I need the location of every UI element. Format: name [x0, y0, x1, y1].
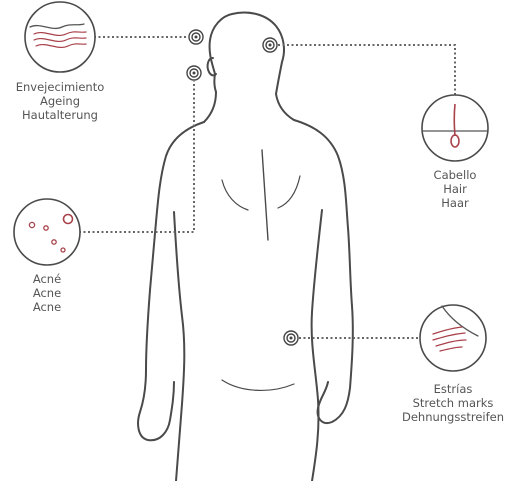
label-ageing-es: Envejecimiento [0, 80, 120, 94]
torso-right-outline [312, 210, 322, 481]
callout-ageing[interactable] [25, 2, 95, 72]
label-stretch-de: Dehnungsstreifen [393, 410, 513, 424]
label-hair-es: Cabello [415, 168, 495, 182]
label-ageing: Envejecimiento Ageing Hautalterung [0, 80, 120, 122]
label-hair-de: Haar [415, 196, 495, 210]
label-stretch-es: Estrías [393, 382, 513, 396]
connector-group [79, 37, 455, 338]
callout-stretch-circle [420, 305, 486, 371]
connector-hair [278, 45, 455, 95]
target-marker-stretch[interactable] [284, 331, 298, 345]
callout-ageing-circle [25, 2, 95, 72]
label-acne: Acné Acne Acne [7, 272, 87, 314]
label-acne-de: Acne [7, 300, 87, 314]
callout-hair[interactable] [422, 95, 488, 161]
shoulder-blade-left [222, 180, 248, 210]
label-ageing-en: Ageing [0, 94, 120, 108]
callout-acne-circle [14, 199, 80, 265]
label-hair: Cabello Hair Haar [415, 168, 495, 210]
label-stretch: Estrías Stretch marks Dehnungsstreifen [393, 382, 513, 424]
body-outline [138, 13, 353, 481]
lower-back-line [222, 380, 294, 390]
label-hair-en: Hair [415, 182, 495, 196]
neck-outline [204, 92, 294, 122]
target-marker-hair[interactable] [263, 38, 277, 52]
spine-line [262, 150, 268, 240]
label-acne-en: Acne [7, 286, 87, 300]
label-acne-es: Acné [7, 272, 87, 286]
shoulder-blade-right [278, 176, 300, 208]
label-stretch-en: Stretch marks [393, 396, 513, 410]
callout-stretch[interactable] [420, 305, 486, 371]
label-ageing-de: Hautalterung [0, 108, 120, 122]
target-marker-ageing[interactable] [189, 30, 203, 44]
torso-left-outline [174, 212, 184, 481]
right-arm-outline [294, 120, 353, 423]
target-marker-acne[interactable] [187, 66, 201, 80]
head-outline [210, 13, 284, 95]
callout-acne[interactable] [14, 199, 80, 265]
marker-group [187, 30, 298, 345]
